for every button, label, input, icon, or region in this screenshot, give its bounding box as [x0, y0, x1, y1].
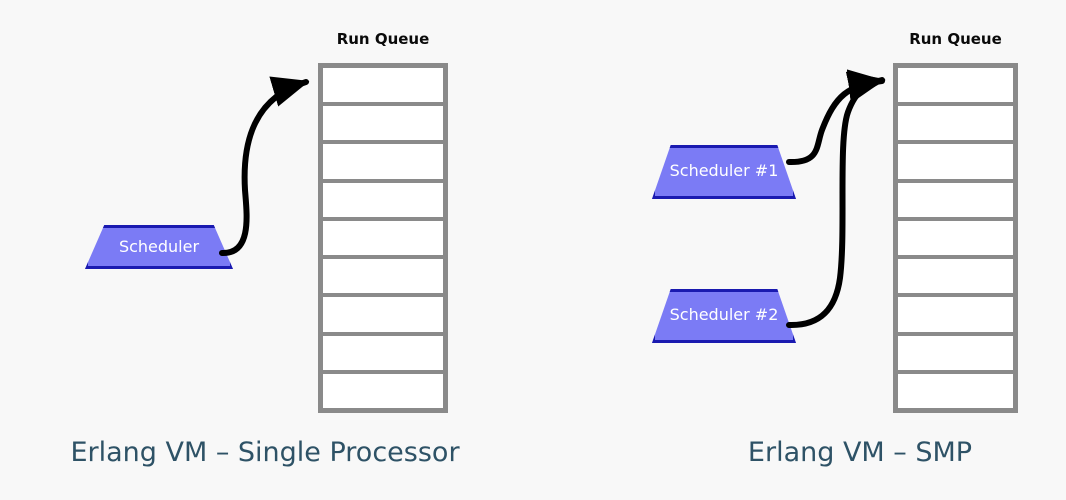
- queue-cell: [323, 259, 443, 298]
- queue-cell: [898, 373, 1013, 408]
- scheduler-shape-single[interactable]: [85, 225, 233, 269]
- run-queue-left: [318, 63, 448, 413]
- caption-single-processor: Erlang VM – Single Processor: [70, 437, 460, 468]
- queue-cell: [898, 220, 1013, 260]
- scheduler-label-single: Scheduler: [118, 237, 200, 256]
- queue-cell: [898, 335, 1013, 374]
- queue-cell: [323, 373, 443, 408]
- queue-cell: [898, 297, 1013, 336]
- queue-title-left: Run Queue: [336, 30, 430, 48]
- queue-cell: [323, 68, 443, 107]
- queue-cell: [323, 335, 443, 374]
- scheduler-label-2: Scheduler #2: [669, 305, 779, 324]
- queue-cell: [898, 144, 1013, 183]
- queue-cell: [323, 220, 443, 260]
- queue-cell: [323, 297, 443, 336]
- arrow-scheduler2-to-queue: [786, 71, 886, 329]
- queue-title-right: Run Queue: [909, 30, 1002, 48]
- queue-cell: [898, 68, 1013, 107]
- arrow-scheduler-to-queue-single: [219, 76, 310, 257]
- queue-cell: [323, 106, 443, 145]
- queue-cell: [898, 182, 1013, 221]
- caption-smp: Erlang VM – SMP: [747, 437, 973, 468]
- run-queue-right: [893, 63, 1018, 413]
- queue-cell: [323, 182, 443, 221]
- arrow-scheduler1-to-queue: [786, 69, 886, 166]
- queue-cell: [898, 106, 1013, 145]
- queue-cell: [898, 259, 1013, 298]
- scheduler-label-1: Scheduler #1: [669, 161, 779, 180]
- queue-cell: [323, 144, 443, 183]
